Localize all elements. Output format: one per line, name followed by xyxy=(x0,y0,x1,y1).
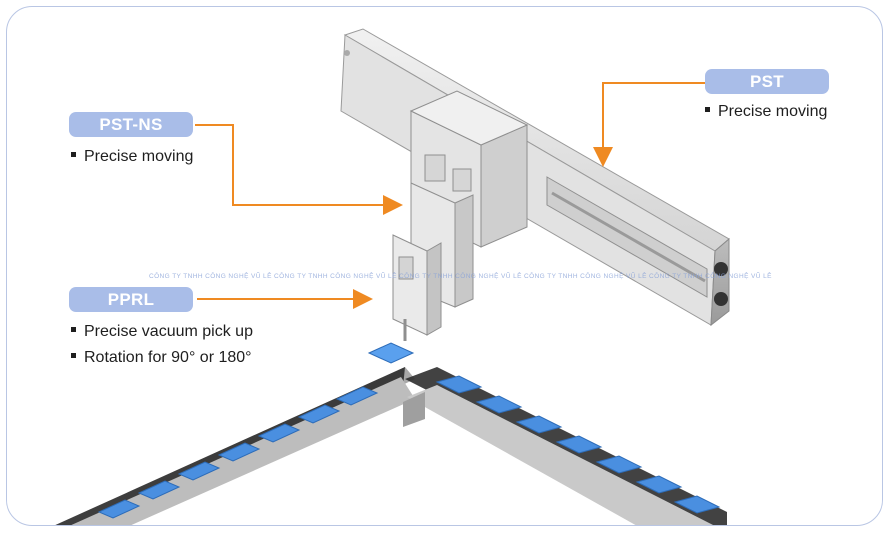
watermark: CÔNG TY TNHH CÔNG NGHỆ VŨ LÊ CÔNG TY TNH… xyxy=(149,273,772,280)
bullet-dot xyxy=(705,107,710,113)
machine-illustration xyxy=(55,28,730,525)
pprl-bullet-2: Rotation for 90° or 180° xyxy=(71,349,252,367)
cubes-right xyxy=(435,375,721,514)
pst-ns-carriage xyxy=(409,90,529,308)
pst-tag: PST xyxy=(705,69,829,94)
pst-arrow xyxy=(593,82,705,167)
pst-ns-bullet: Precise moving xyxy=(71,148,193,166)
pprl-unit xyxy=(392,234,442,341)
bullet-dot xyxy=(71,327,76,333)
picked-cube xyxy=(367,342,415,364)
cubes-left xyxy=(97,386,379,519)
diagram-frame: CÔNG TY TNHH CÔNG NGHỆ VŨ LÊ CÔNG TY TNH… xyxy=(6,6,883,526)
pst-bullet: Precise moving xyxy=(705,103,827,121)
bullet-dot xyxy=(71,152,76,158)
pprl-bullet-1: Precise vacuum pick up xyxy=(71,323,253,341)
bullet-dot xyxy=(71,353,76,359)
pst-ns-arrow xyxy=(195,124,403,215)
pst-ns-tag: PST-NS xyxy=(69,112,193,137)
pprl-tag: PPRL xyxy=(69,287,193,312)
